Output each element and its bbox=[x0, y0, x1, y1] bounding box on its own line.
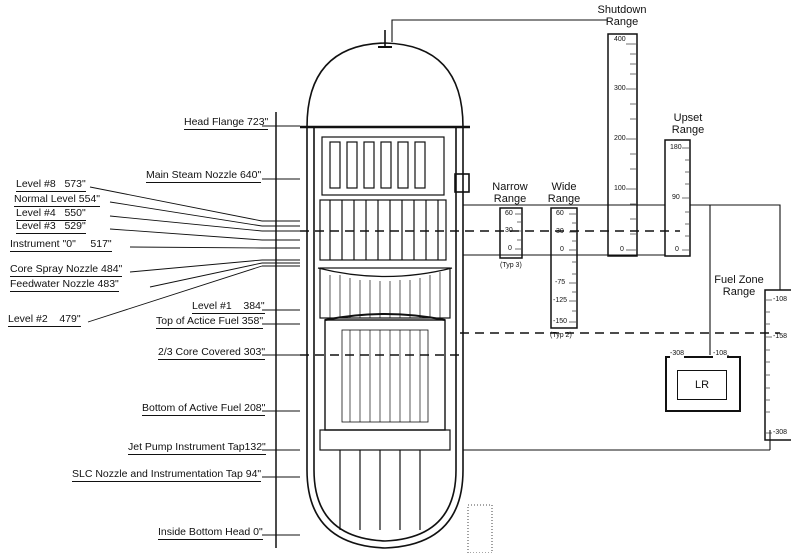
level-markers bbox=[262, 125, 300, 536]
label-level-1: Level #1 384" bbox=[192, 300, 265, 314]
dashed-level-lines bbox=[300, 230, 780, 356]
upset-range-gauge bbox=[664, 139, 691, 257]
recorder-label: LR bbox=[677, 370, 727, 400]
label-level-8: Level #8 573" bbox=[16, 178, 86, 192]
upset-tick-0: 0 bbox=[675, 246, 679, 253]
label-inside-bottom-head: Inside Bottom Head 0" bbox=[158, 526, 263, 540]
fuel-zone-range-gauge bbox=[764, 289, 791, 441]
label-level-4: Level #4 550" bbox=[16, 207, 86, 221]
narrow-range-gauge bbox=[499, 207, 523, 259]
label-core-spray-nozzle: Core Spray Nozzle 484" bbox=[10, 263, 123, 277]
wide-tick-neg75: -75 bbox=[555, 279, 566, 286]
narrow-tick-0: 0 bbox=[508, 245, 512, 252]
upset-tick-90: 90 bbox=[672, 194, 680, 201]
label-level-2: Level #2 479" bbox=[8, 313, 81, 327]
reactor-vessel bbox=[300, 30, 470, 549]
label-bottom-of-active-fuel: Bottom of Active Fuel 208" bbox=[142, 402, 266, 416]
wide-tick-neg125: -125 bbox=[553, 297, 568, 304]
label-top-of-active-fuel: Top of Actice Fuel 358" bbox=[156, 315, 264, 329]
fuel-zone-tick-neg308: -308 bbox=[773, 429, 788, 436]
shutdown-tick-400: 400 bbox=[614, 36, 626, 43]
steam-separators bbox=[319, 136, 447, 261]
label-two-thirds-core: 2/3 Core Covered 303" bbox=[158, 346, 266, 360]
shutdown-tick-200: 200 bbox=[614, 135, 626, 142]
recorder-scale-right: -108 bbox=[713, 350, 728, 358]
level-recorder: -308 -108 LR bbox=[665, 350, 741, 412]
fuel-zone-tick-neg108: -108 bbox=[773, 296, 788, 303]
wide-tick-30: 30 bbox=[556, 228, 564, 235]
label-slc-nozzle: SLC Nozzle and Instrumentation Tap 94" bbox=[72, 468, 262, 482]
recorder-scale-left: -308 bbox=[670, 350, 685, 358]
shutdown-tick-300: 300 bbox=[614, 85, 626, 92]
leader-lines bbox=[87, 186, 263, 323]
label-head-flange: Head Flange 723" bbox=[184, 116, 269, 130]
wide-tick-0: 0 bbox=[560, 246, 564, 253]
upset-tick-180: 180 bbox=[670, 144, 682, 151]
wide-tick-neg150: -150 bbox=[553, 318, 568, 325]
shutdown-range-gauge bbox=[607, 33, 638, 257]
wide-tick-60: 60 bbox=[556, 210, 564, 217]
wide-range-gauge bbox=[550, 207, 578, 329]
wide-typ-note: (Typ 2) bbox=[550, 332, 572, 339]
label-instrument-zero: Instrument "0" 517" bbox=[10, 238, 112, 252]
label-level-3: Level #3 529" bbox=[16, 220, 86, 234]
label-feedwater-nozzle: Feedwater Nozzle 483" bbox=[10, 278, 119, 292]
label-main-steam-nozzle: Main Steam Nozzle 640" bbox=[146, 169, 262, 183]
gauge-ticks bbox=[515, 43, 772, 434]
narrow-typ-note: (Typ 3) bbox=[500, 262, 522, 269]
fuel-zone-tick-neg158: -158 bbox=[773, 333, 788, 340]
fuel-bundles bbox=[329, 272, 441, 422]
label-jet-pump-tap: Jet Pump Instrument Tap132" bbox=[128, 441, 266, 455]
shutdown-tick-0: 0 bbox=[620, 246, 624, 253]
pedestal-block bbox=[467, 504, 493, 553]
core-shroud bbox=[317, 267, 453, 530]
narrow-tick-60: 60 bbox=[505, 210, 513, 217]
shutdown-tick-100: 100 bbox=[614, 185, 626, 192]
label-normal-level: Normal Level 554" bbox=[14, 193, 101, 207]
narrow-tick-30: 30 bbox=[505, 227, 513, 234]
